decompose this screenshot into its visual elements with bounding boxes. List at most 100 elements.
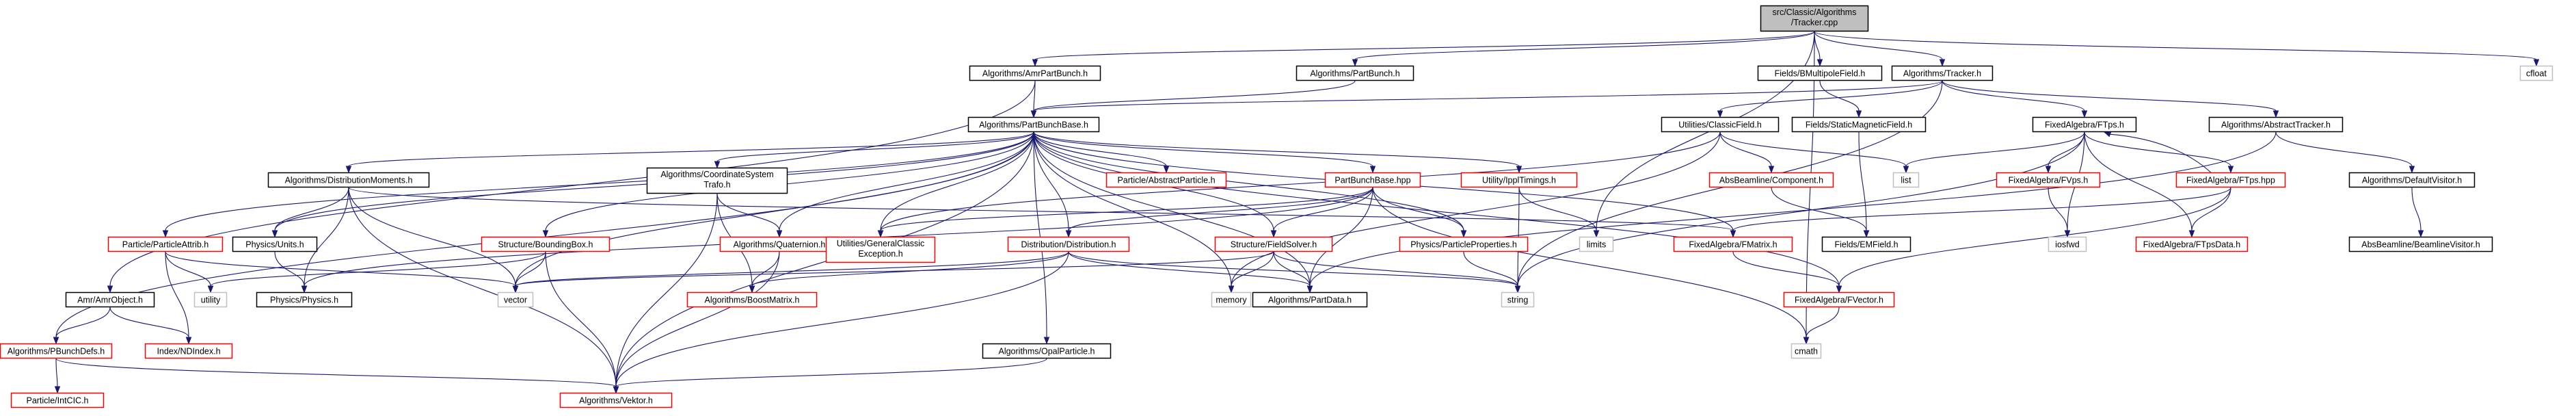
node-ftpsdata[interactable]: FixedAlgebra/FTpsData.h xyxy=(2135,236,2249,252)
node-physprops[interactable]: Physics/ParticleProperties.h xyxy=(1399,236,1529,252)
node-fmatrix[interactable]: FixedAlgebra/FMatrix.h xyxy=(1673,236,1793,252)
node-bbox[interactable]: Structure/BoundingBox.h xyxy=(481,236,611,252)
edge-line xyxy=(274,187,349,231)
node-box xyxy=(1399,236,1529,252)
node-quat[interactable]: Algorithms/Quaternion.h xyxy=(719,236,840,252)
node-abspart[interactable]: Particle/AbstractParticle.h xyxy=(1105,172,1227,188)
node-box xyxy=(107,236,224,252)
edge-n_abstracker-to-n_defvisitor xyxy=(2275,131,2415,174)
node-fieldsolver[interactable]: Structure/FieldSolver.h xyxy=(1214,236,1333,252)
node-root[interactable]: src/Classic/Algorithms/Tracker.cpp xyxy=(1760,5,1869,32)
node-amrpb[interactable]: Algorithms/AmrPartBunch.h xyxy=(969,65,1101,81)
node-units[interactable]: Physics/Units.h xyxy=(232,236,318,252)
edge-line xyxy=(1819,80,1860,112)
node-pbunchdefs[interactable]: Algorithms/PBunchDefs.h xyxy=(0,343,113,359)
edge-line xyxy=(716,193,780,231)
node-blvisitor[interactable]: AbsBeamline/BeamlineVisitor.h xyxy=(2348,236,2493,252)
edge-line xyxy=(1858,131,1867,231)
edge-line xyxy=(210,251,546,287)
node-partattrib[interactable]: Particle/ParticleAttrib.h xyxy=(107,236,224,252)
node-classicfield[interactable]: Utilities/ClassicField.h xyxy=(1661,116,1780,133)
edge-line xyxy=(2048,187,2068,231)
node-fvector[interactable]: FixedAlgebra/FVector.h xyxy=(1783,291,1895,308)
node-pb[interactable]: Algorithms/PartBunch.h xyxy=(1296,65,1414,81)
edge-arrowhead xyxy=(877,230,884,238)
edge-n_amrobj-to-n_pbunchdefs xyxy=(53,307,111,345)
node-smf[interactable]: Fields/StaticMagneticField.h xyxy=(1791,116,1927,133)
edge-arrowhead xyxy=(301,285,308,294)
node-box xyxy=(1757,65,1883,81)
node-pbbhpp[interactable]: PartBunchBase.hpp xyxy=(1324,172,1421,188)
node-amrobj[interactable]: Amr/AmrObject.h xyxy=(65,291,155,308)
node-label: Algorithms/PartData.h xyxy=(1268,296,1352,305)
node-ftps[interactable]: FixedAlgebra/FTps.h xyxy=(2032,116,2137,133)
node-intcic[interactable]: Particle/IntCIC.h xyxy=(10,392,105,408)
edge-line xyxy=(2084,131,2231,167)
edge-arrowhead xyxy=(2227,166,2234,174)
edge-n_pbb-to-n_coordsys xyxy=(714,131,1034,169)
node-label: Algorithms/Vektor.h xyxy=(579,396,653,406)
node-box xyxy=(2032,116,2137,133)
edge-line xyxy=(615,131,1034,387)
edge-arrowhead xyxy=(1306,285,1313,294)
edge-arrowhead xyxy=(512,285,519,294)
node-box xyxy=(1673,236,1793,252)
node-pbb[interactable]: Algorithms/PartBunchBase.h xyxy=(967,116,1100,133)
node-partdata[interactable]: Algorithms/PartData.h xyxy=(1252,291,1368,308)
edge-line xyxy=(165,251,516,287)
node-box xyxy=(1252,291,1368,308)
node-ftpshpp[interactable]: FixedAlgebra/FTps.hpp xyxy=(2175,172,2286,188)
node-boostmat[interactable]: Algorithms/BoostMatrix.h xyxy=(686,291,818,308)
edge-n_pbunchdefs-to-n_vektor xyxy=(55,358,619,394)
edge-line xyxy=(1372,187,1807,338)
node-opalpart[interactable]: Algorithms/OpalParticle.h xyxy=(982,343,1112,359)
node-abstracker[interactable]: Algorithms/AbstractTracker.h xyxy=(2208,116,2344,133)
node-box xyxy=(0,343,113,359)
node-label: Index/NDIndex.h xyxy=(157,347,220,356)
edge-n_fmatrix-to-n_fvector xyxy=(1732,251,1842,294)
node-box xyxy=(1996,172,2101,188)
edge-line xyxy=(1814,31,1943,60)
edge-arrowhead xyxy=(1836,285,1842,294)
edge-line xyxy=(1517,131,2085,287)
node-abscomp[interactable]: AbsBeamline/Component.h xyxy=(1708,172,1834,188)
node-label: Structure/BoundingBox.h xyxy=(498,240,593,250)
node-vektor[interactable]: Algorithms/Vektor.h xyxy=(559,392,673,408)
edge-line xyxy=(615,251,780,387)
node-box xyxy=(2175,172,2286,188)
node-list: list xyxy=(1892,172,1920,188)
edge-line xyxy=(1033,131,1840,287)
edge-arrowhead xyxy=(1030,110,1037,118)
edge-n_dist-to-n_string xyxy=(1068,251,1521,294)
edge-n_pbb-to-n_fvector xyxy=(1033,131,1842,294)
node-box xyxy=(1501,291,1535,308)
node-label: Distribution/Distribution.h xyxy=(1021,240,1116,250)
node-label: FixedAlgebra/FVps.h xyxy=(2009,176,2089,185)
node-defvisitor[interactable]: Algorithms/DefaultVisitor.h xyxy=(2348,172,2476,188)
node-box xyxy=(1892,172,1920,188)
node-box xyxy=(646,167,788,194)
node-label: list xyxy=(1901,176,1911,185)
node-label: memory xyxy=(1216,296,1247,305)
node-box xyxy=(1661,116,1780,133)
edge-arrowhead xyxy=(271,230,278,238)
node-tracker[interactable]: Algorithms/Tracker.h xyxy=(1891,65,1994,81)
node-label: FixedAlgebra/FMatrix.h xyxy=(1689,240,1777,250)
edge-line xyxy=(779,131,1034,231)
node-label: string xyxy=(1507,296,1529,305)
edge-line xyxy=(348,131,1034,167)
node-physics[interactable]: Physics/Physics.h xyxy=(256,291,353,308)
node-fvps[interactable]: FixedAlgebra/FVps.h xyxy=(1996,172,2101,188)
node-bmf[interactable]: Fields/BMultipoleField.h xyxy=(1757,65,1883,81)
node-ndindex[interactable]: Index/NDIndex.h xyxy=(144,343,233,359)
node-emfield[interactable]: Fields/EMField.h xyxy=(1821,236,1911,252)
edge-n_ftpshpp-to-n_ftps xyxy=(2103,131,2212,173)
edge-line xyxy=(1814,31,2537,60)
node-distmom[interactable]: Algorithms/DistributionMoments.h xyxy=(267,172,430,188)
edge-n_pb-to-n_pbb xyxy=(1030,80,1356,118)
edge-n_tracker-to-n_ftps xyxy=(1942,80,2088,118)
node-ippl[interactable]: Utility/IpplTimings.h xyxy=(1460,172,1578,188)
node-dist[interactable]: Distribution/Distribution.h xyxy=(1007,236,1130,252)
